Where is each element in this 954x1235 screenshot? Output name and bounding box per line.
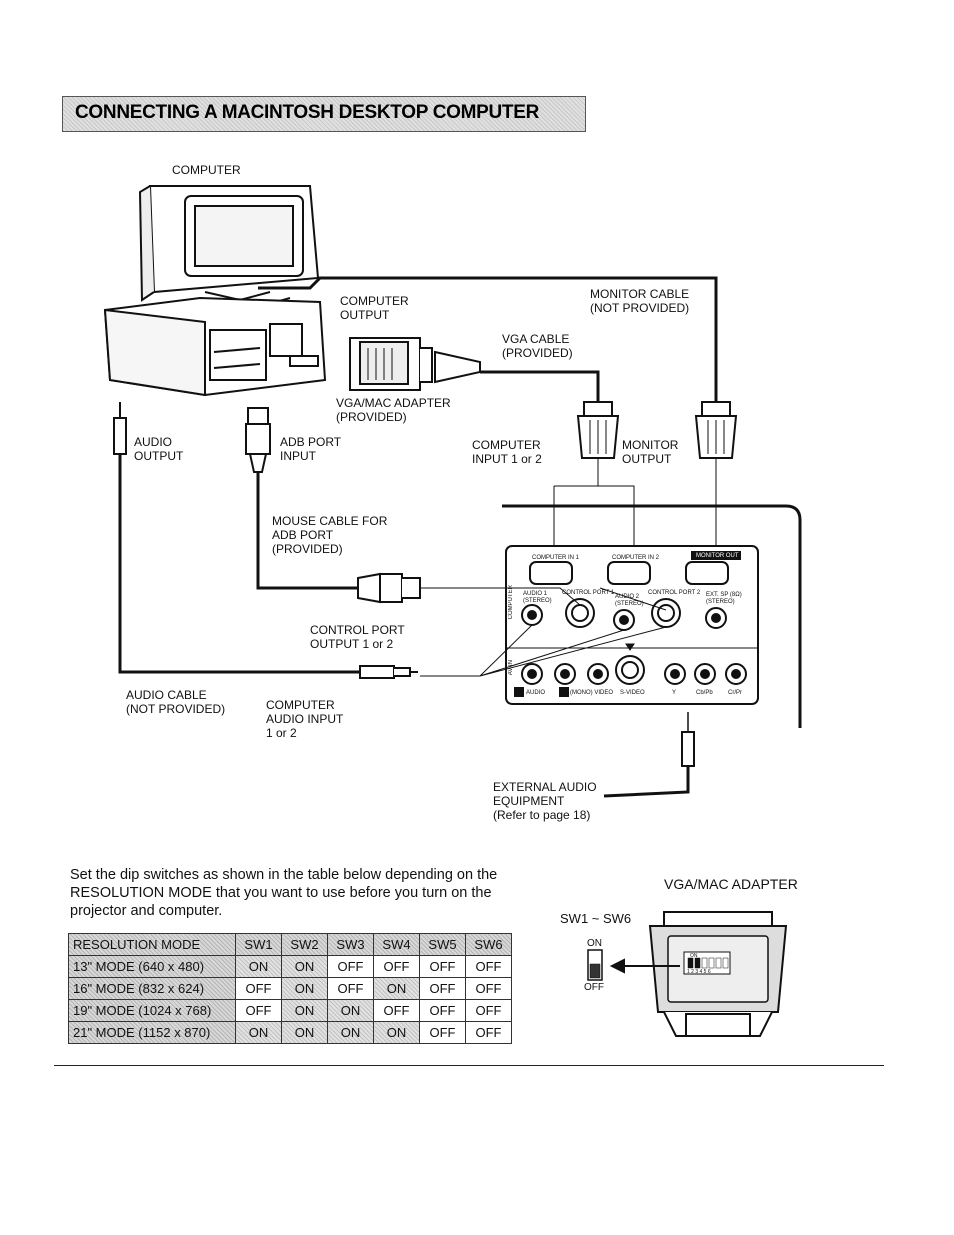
label-mouse-cable: MOUSE CABLE FOR ADB PORT (PROVIDED): [272, 514, 388, 556]
panel-audio2: AUDIO 2 (STEREO): [615, 594, 644, 607]
external-audio-plug: [603, 712, 695, 798]
panel-computer-in-1: COMPUTER IN 1: [532, 555, 580, 561]
table-cell-mode: 21" MODE (1152 x 870): [68, 1021, 236, 1044]
computer-input-connector: [576, 401, 620, 459]
panel-cb-pb: Cb/Pb: [696, 690, 713, 696]
table-cell-switch: ON: [373, 977, 420, 1000]
section-title-bar: CONNECTING A MACINTOSH DESKTOP COMPUTER: [62, 96, 586, 132]
table-cell-switch: OFF: [419, 955, 466, 978]
table-cell-switch: ON: [327, 999, 374, 1022]
table-cell-switch: OFF: [373, 999, 420, 1022]
table-cell-switch: OFF: [465, 999, 512, 1022]
adapter-caption: VGA/MAC ADAPTER: [664, 876, 798, 892]
table-cell-switch: OFF: [327, 955, 374, 978]
header-sw3: SW3: [327, 933, 374, 956]
header-resolution-mode: RESOLUTION MODE: [68, 933, 236, 956]
monitor-output-connector: [694, 401, 738, 459]
table-cell-switch: OFF: [419, 999, 466, 1022]
panel-monitor-out: MONITOR OUT: [696, 553, 739, 559]
label-control-port-output: CONTROL PORT OUTPUT 1 or 2: [310, 623, 405, 651]
header-sw4: SW4: [373, 933, 420, 956]
label-external-audio: EXTERNAL AUDIO EQUIPMENT (Refer to page …: [493, 780, 597, 822]
table-cell-switch: OFF: [373, 955, 420, 978]
mouse-cable-connector: [357, 572, 581, 606]
table-cell-switch: OFF: [419, 977, 466, 1000]
panel-y: Y: [672, 690, 677, 696]
dip-switch-table: RESOLUTION MODE SW1 SW2 SW3 SW4 SW5 SW6 …: [68, 933, 512, 1044]
dip-on-label: ON: [690, 953, 698, 959]
switch-on-label: ON: [587, 938, 602, 949]
projector-outline: [502, 504, 802, 728]
dip-numbers-label: 1 2 3 4 5 6: [687, 969, 711, 975]
vga-mac-adapter-large: [587, 911, 788, 1037]
panel-control-port-1: CONTROL PORT 1: [562, 590, 615, 596]
table-cell-switch: OFF: [465, 977, 512, 1000]
table-cell-switch: OFF: [235, 999, 282, 1022]
panel-computer-in-2: COMPUTER IN 2: [612, 555, 660, 561]
bottom-rule: [54, 1065, 884, 1066]
header-sw2: SW2: [281, 933, 328, 956]
panel-control-port-2: CONTROL PORT 2: [648, 590, 701, 596]
switch-off-label: OFF: [584, 982, 604, 993]
panel-computer-side: COMPUTER: [508, 585, 514, 620]
label-computer-input: COMPUTER INPUT 1 or 2: [472, 438, 542, 466]
instructions-text: Set the dip switches as shown in the tab…: [70, 867, 498, 919]
table-cell-switch: ON: [327, 1021, 374, 1044]
table-cell-switch: ON: [281, 1021, 328, 1044]
label-audio-cable: AUDIO CABLE (NOT PROVIDED): [126, 688, 226, 716]
table-cell-switch: ON: [373, 1021, 420, 1044]
panel-audio-l: AUDIO: [526, 690, 546, 696]
vga-mac-adapter-small: [349, 337, 481, 391]
header-sw6: SW6: [465, 933, 512, 956]
label-computer-audio-input: COMPUTER AUDIO INPUT 1 or 2: [266, 698, 344, 740]
table-cell-switch: ON: [281, 977, 328, 1000]
audio-input-plug: [359, 665, 480, 679]
table-cell-mode: 16" MODE (832 x 624): [68, 977, 236, 1000]
section-title: CONNECTING A MACINTOSH DESKTOP COMPUTER: [75, 102, 540, 123]
table-cell-switch: OFF: [465, 1021, 512, 1044]
label-monitor-cable: MONITOR CABLE (NOT PROVIDED): [590, 287, 690, 315]
header-sw5: SW5: [419, 933, 466, 956]
panel-s-video: S-VIDEO: [620, 690, 645, 696]
audio-output-plug: [113, 402, 360, 674]
panel-mono-video: (MONO) VIDEO: [570, 690, 613, 696]
panel-audio1: AUDIO 1 (STEREO): [523, 591, 552, 604]
table-cell-switch: OFF: [419, 1021, 466, 1044]
computer-illustration: [103, 185, 327, 397]
label-computer-output: COMPUTER OUTPUT: [340, 294, 409, 322]
label-vga-cable: VGA CABLE (PROVIDED): [502, 332, 573, 360]
label-adb-port-input: ADB PORT INPUT: [280, 435, 342, 463]
panel-cr-pr: Cr/Pr: [728, 690, 742, 696]
label-audio-output: AUDIO OUTPUT: [134, 435, 184, 463]
table-header-row: RESOLUTION MODE SW1 SW2 SW3 SW4 SW5 SW6: [68, 933, 512, 956]
table-cell-switch: ON: [235, 955, 282, 978]
sw-range-caption: SW1 ~ SW6: [560, 911, 632, 926]
header-sw1: SW1: [235, 933, 282, 956]
table-cell-switch: OFF: [235, 977, 282, 1000]
panel-ext-sp: EXT. SP (8Ω) (STEREO): [706, 592, 742, 605]
panel-av-in-side: AV IN: [508, 660, 514, 676]
vga-cable: [480, 370, 600, 402]
table-cell-switch: OFF: [465, 955, 512, 978]
table-cell-switch: ON: [281, 955, 328, 978]
label-monitor-output: MONITOR OUTPUT: [622, 438, 679, 466]
adb-port-plug: [245, 407, 358, 590]
table-cell-switch: OFF: [327, 977, 374, 1000]
projector-rear-panel: [505, 545, 759, 705]
label-vga-mac-adapter: VGA/MAC ADAPTER (PROVIDED): [336, 396, 451, 424]
monitor-cable: [258, 276, 718, 402]
table-cell-mode: 19" MODE (1024 x 768): [68, 999, 236, 1022]
table-cell-mode: 13" MODE (640 x 480): [68, 955, 236, 978]
table-cell-switch: ON: [235, 1021, 282, 1044]
table-cell-switch: ON: [281, 999, 328, 1022]
label-computer: COMPUTER: [172, 163, 241, 177]
